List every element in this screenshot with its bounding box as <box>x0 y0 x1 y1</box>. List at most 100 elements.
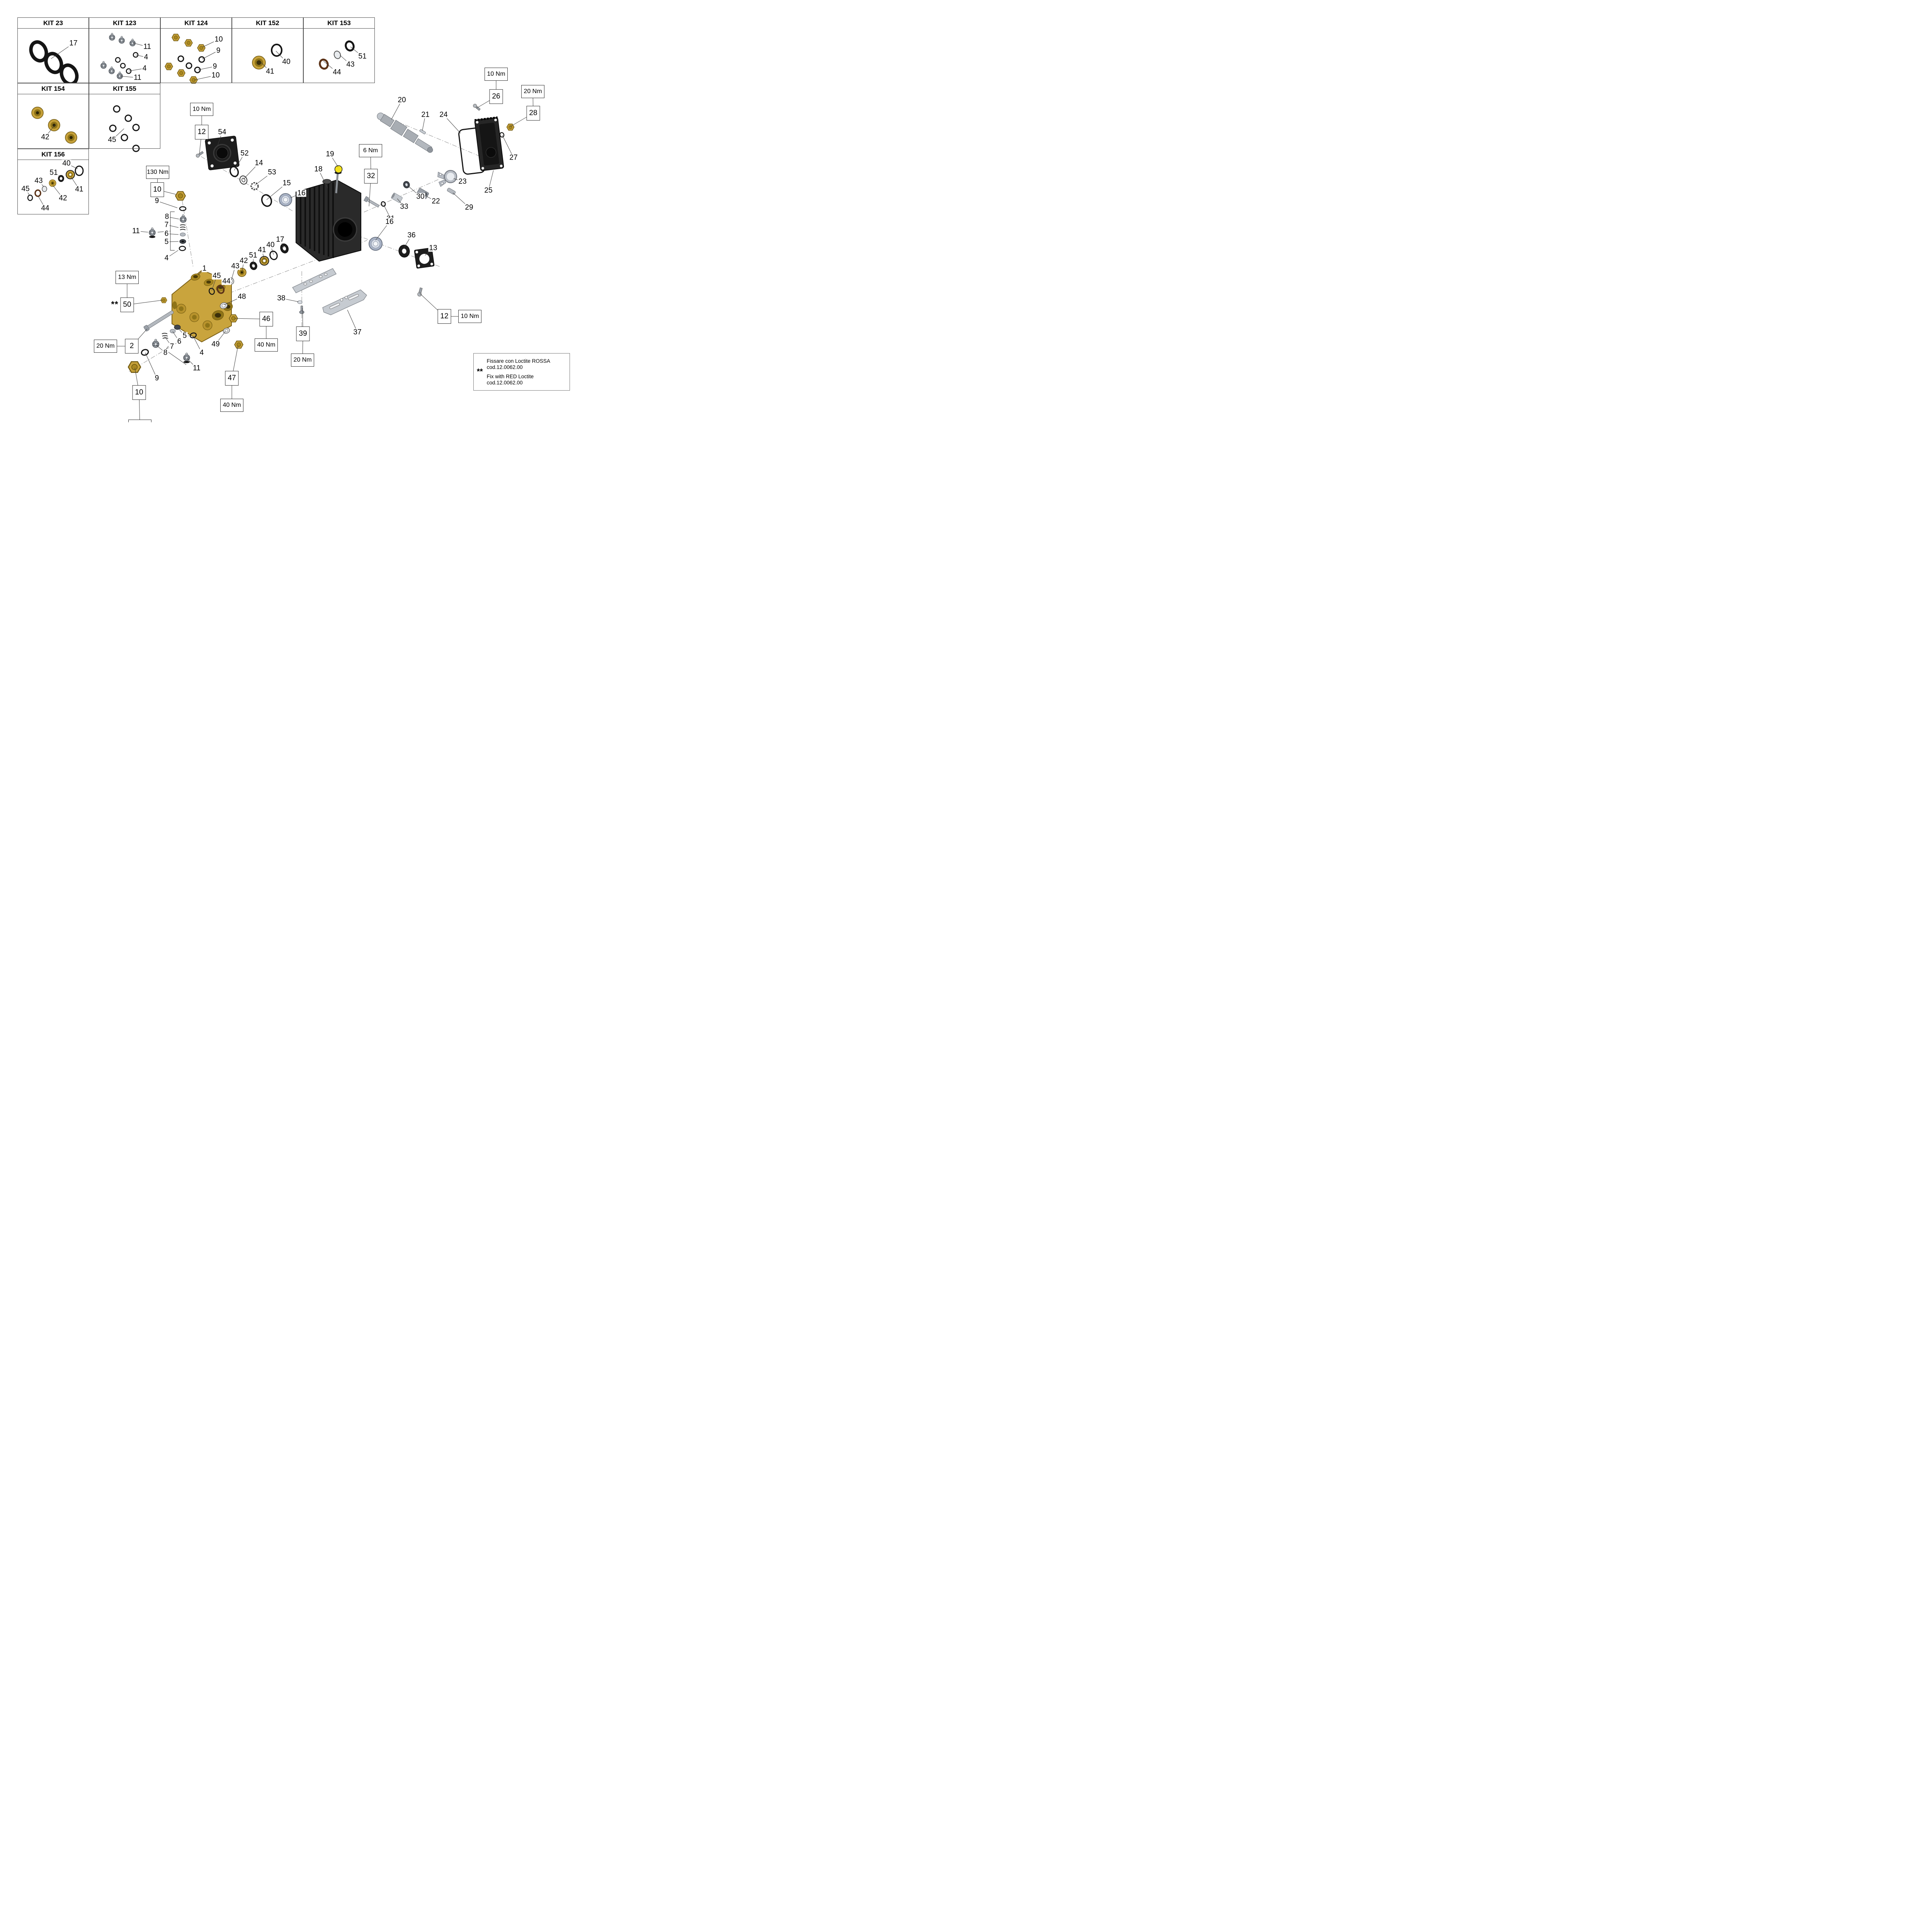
kit156-seal-set <box>27 165 84 201</box>
part-callout: 51 <box>248 251 258 260</box>
part-callout: 51 <box>357 52 367 61</box>
part-callout: 16 <box>296 189 306 197</box>
part-number-box: 26 <box>489 89 503 104</box>
kit-title: KIT 23 <box>18 18 88 29</box>
head-bolt-2 <box>143 310 174 331</box>
part-number-box: 12 <box>437 309 451 324</box>
loctite-marker: ** <box>111 299 119 309</box>
leader-line <box>145 352 157 379</box>
part-callout: 7 <box>169 342 175 351</box>
part-callout: 41 <box>74 185 84 194</box>
part-callout: 5 <box>163 238 170 246</box>
crankcase-18 <box>296 179 361 262</box>
part-callout: 40 <box>265 241 276 249</box>
part-callout: 40 <box>281 58 291 66</box>
part-callout: 8 <box>164 212 170 221</box>
kit-cell-124: KIT 124 <box>160 17 232 83</box>
part-callout: 44 <box>40 204 50 212</box>
part-callout: 45 <box>107 136 117 144</box>
screw-26 <box>473 104 481 111</box>
plug-47 <box>234 340 243 349</box>
kit-title: KIT 153 <box>304 18 374 29</box>
sleeve-33 <box>391 192 403 203</box>
kit-title: KIT 152 <box>232 18 303 29</box>
oil-dipstick-19 <box>334 165 343 194</box>
part-callout: 40 <box>61 159 71 168</box>
kit-cell-156: KIT 156 <box>17 149 89 214</box>
part-callout: 54 <box>217 128 227 136</box>
kit-cell-155: KIT 155 <box>89 83 160 149</box>
kit-title: KIT 123 <box>89 18 160 29</box>
part-callout: 9 <box>212 62 218 71</box>
shaft-key-21 <box>419 129 426 134</box>
part-number-box: 10 <box>132 385 146 400</box>
kit-title: KIT 124 <box>161 18 231 29</box>
part-callout: 14 <box>254 159 264 167</box>
part-callout: 53 <box>267 168 277 177</box>
part-callout: 22 <box>431 197 441 206</box>
loctite-note: ** Fissare con Loctite ROSSA cod.12.0062… <box>473 353 570 391</box>
part-callout: 11 <box>131 227 141 235</box>
part-callout: 43 <box>34 177 44 185</box>
part-callout: 4 <box>143 53 149 61</box>
torque-box: 6 Nm <box>359 144 382 157</box>
kit-cell-152: KIT 152 <box>232 17 303 83</box>
valve-stack-upper <box>149 191 187 251</box>
part-callout: 19 <box>325 150 335 158</box>
part-callout: 36 <box>406 231 417 240</box>
part-callout: 21 <box>420 110 430 119</box>
part-callout: 18 <box>313 165 323 173</box>
part-callout: 43 <box>230 262 240 270</box>
note-line-en-1: Fix with RED Loctite <box>486 373 534 379</box>
part-callout: 8 <box>162 348 168 357</box>
part-callout: 6 <box>163 229 170 238</box>
exploded-parts-diagram: KIT 23 KIT 123 KIT 124 KIT 152 KIT 153 K… <box>0 0 597 422</box>
kit153-seals <box>319 40 355 70</box>
part-callout: 41 <box>257 246 267 254</box>
torque-box: 130 Nm <box>146 166 169 179</box>
torque-box: 40 Nm <box>220 399 243 412</box>
kit-cell-23: KIT 23 <box>17 17 89 83</box>
part-callout: 1 <box>201 264 207 273</box>
part-callout: 11 <box>133 73 142 82</box>
screw-12-top <box>196 151 204 158</box>
part-callout: 17 <box>68 39 78 48</box>
part-callout: 23 <box>457 177 468 186</box>
washer-14 <box>239 175 248 185</box>
screw-12-bottom <box>417 287 423 297</box>
part-callout: 42 <box>239 257 249 265</box>
part-callout: 48 <box>237 292 247 301</box>
torque-box: 20 Nm <box>94 340 117 353</box>
torque-box: 10 Nm <box>190 103 213 116</box>
leader-line <box>502 135 514 158</box>
kit-title: KIT 155 <box>89 83 160 94</box>
part-callout: 9 <box>154 374 160 382</box>
part-callout: 44 <box>221 277 231 286</box>
bolt-38 <box>297 300 304 314</box>
rear-cover-25 <box>474 116 504 171</box>
part-callout: 7 <box>163 221 170 229</box>
washer-30 <box>403 181 410 189</box>
part-callout: 45 <box>20 185 31 193</box>
note-line-it-2: cod.12.0062.00 <box>486 364 523 370</box>
part-callout: 11 <box>192 364 201 372</box>
part-callout: 33 <box>399 202 409 211</box>
part-callout: 49 <box>211 340 221 348</box>
kit-title: KIT 154 <box>18 83 88 94</box>
mount-bracket-37 <box>322 289 367 315</box>
part-callout: 16 <box>384 218 395 226</box>
part-callout: 30 <box>415 192 425 201</box>
torque-box: 130 Nm <box>128 420 151 422</box>
part-callout: 20 <box>397 96 407 104</box>
part-callout: 10 <box>214 35 224 44</box>
part-number-box: 10 <box>150 182 164 197</box>
part-callout: 44 <box>332 68 342 76</box>
mount-rail <box>292 268 337 293</box>
note-line-en-2: cod.12.0062.00 <box>486 379 523 386</box>
oring-31 <box>381 201 386 207</box>
oring-27 <box>499 132 505 138</box>
bearing-flange-54 <box>205 136 240 170</box>
torque-box: 13 Nm <box>116 271 139 284</box>
part-callout: 24 <box>439 110 449 119</box>
part-number-box: 46 <box>259 312 273 326</box>
